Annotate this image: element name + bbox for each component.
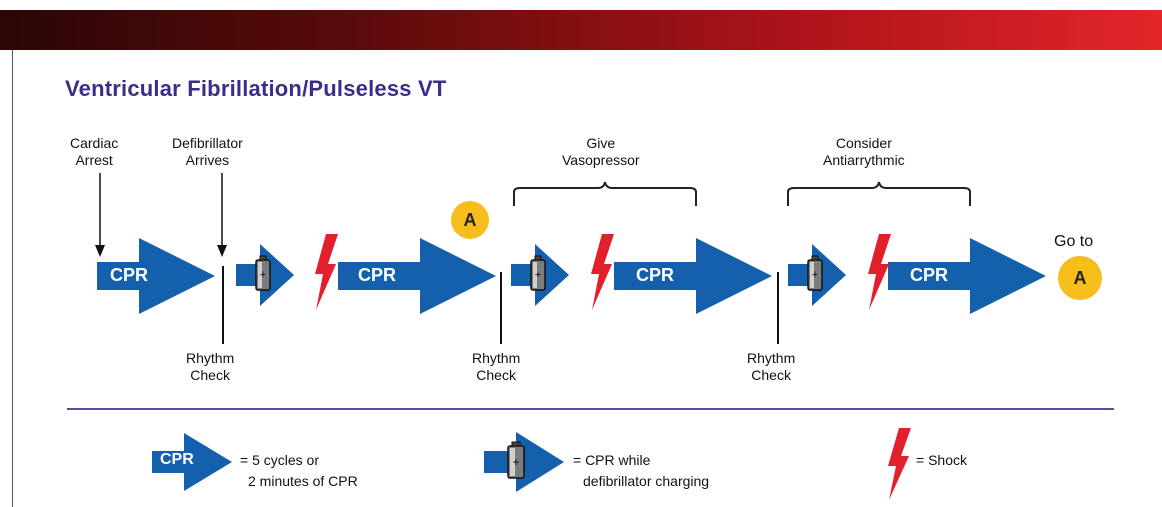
cpr-label-4: CPR — [910, 265, 949, 285]
cpr-arrow-3 — [614, 238, 772, 314]
lightning-bolt-icon — [868, 234, 891, 310]
charging-arrow-3: + — [788, 244, 846, 306]
legend-shock-text: = Shock — [916, 452, 967, 468]
header-bar — [0, 10, 1162, 50]
vasopressor-brace — [513, 181, 697, 206]
battery-icon: + — [507, 441, 525, 479]
charging-arrow-2: + — [511, 244, 569, 306]
legend-divider — [67, 408, 1114, 410]
go-to-a-circle: A — [1058, 256, 1102, 300]
rhythm-check-marker-2 — [500, 272, 502, 344]
svg-text:+: + — [512, 455, 519, 469]
cpr-label-3: CPR — [636, 265, 675, 285]
legend-cpr-arrow — [152, 433, 232, 491]
battery-icon: + — [255, 255, 271, 291]
cpr-label-1: CPR — [110, 265, 149, 285]
cardiac-arrest-pointer — [95, 173, 105, 257]
cpr-arrow-2 — [338, 238, 496, 314]
svg-text:+: + — [812, 269, 818, 281]
defibrillator-arrives-pointer — [217, 173, 227, 257]
rhythm-check-marker-3 — [777, 272, 779, 344]
cpr-arrow-1 — [97, 238, 215, 314]
antiarrythmic-brace — [787, 181, 971, 206]
rhythm-check-marker-1 — [222, 266, 224, 344]
legend-cpr-label: CPR — [160, 451, 194, 468]
svg-text:+: + — [535, 269, 541, 281]
charging-arrow-1: + — [236, 244, 294, 306]
go-to-label: Go to — [1054, 233, 1094, 250]
left-rule — [12, 50, 13, 507]
page-title: Ventricular Fibrillation/Pulseless VT — [65, 76, 447, 101]
svg-text:+: + — [260, 269, 266, 281]
cpr-arrow-4 — [888, 238, 1046, 314]
cpr-label-2: CPR — [358, 265, 397, 285]
legend-lightning-bolt-icon — [888, 428, 911, 500]
battery-icon: + — [807, 255, 823, 291]
lightning-bolt-icon — [315, 234, 338, 310]
legend-charging-arrow: + — [484, 432, 564, 492]
battery-icon: + — [530, 255, 546, 291]
lightning-bolt-icon — [591, 234, 614, 310]
point-a-circle: A — [451, 201, 489, 239]
